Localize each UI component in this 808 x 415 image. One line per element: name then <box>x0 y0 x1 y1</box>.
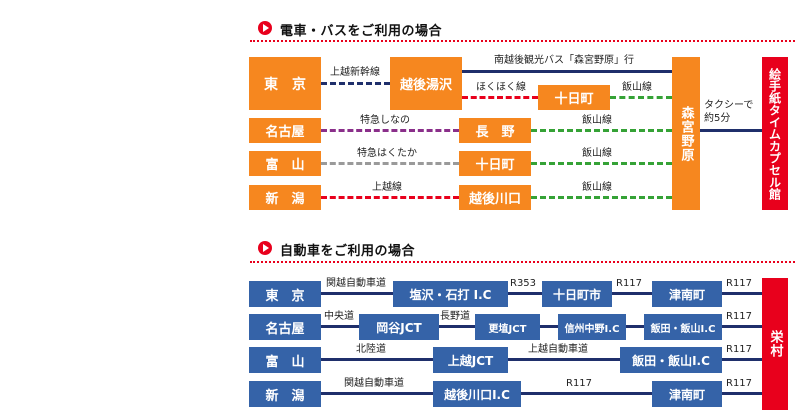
label-hakutaka: 特急はくたか <box>357 148 417 159</box>
hub-tokamachi-2: 十日町 <box>459 151 531 176</box>
origin-nagoya: 名古屋 <box>249 118 321 143</box>
ic-tokamachi-city: 十日町市 <box>542 281 612 307</box>
label-joetsu-shinkansen: 上越新幹線 <box>330 67 380 78</box>
label-road: 長野道 <box>440 311 470 322</box>
hub-echigo-kawaguchi: 越後川口 <box>459 185 531 210</box>
road-hokuriku <box>321 358 433 361</box>
label-road: R353 <box>510 278 537 289</box>
hub-echigo-yuzawa: 越後湯沢 <box>390 57 462 110</box>
hub-nagano: 長 野 <box>459 118 531 143</box>
road-chuo <box>321 325 359 328</box>
car-origin-tokyo: 東 京 <box>249 281 321 307</box>
road-r117 <box>722 358 762 361</box>
label-bus: 南越後観光バス「森宮野原」行 <box>494 55 634 66</box>
line-hokuhoku <box>462 96 538 99</box>
line-bus <box>462 70 672 73</box>
road-kanetsu <box>321 392 433 395</box>
section-divider <box>250 40 795 42</box>
label-road: 関越自動車道 <box>344 378 404 389</box>
ic-joetsu-jct: 上越JCT <box>433 347 508 373</box>
road-link <box>626 325 644 328</box>
ic-iida-iiyama: 飯田・飯山I.C <box>644 314 722 340</box>
road-r117 <box>722 392 762 395</box>
ic-shinshu-nakano: 信州中野I.C <box>558 314 626 340</box>
label-iiyama-1: 飯山線 <box>622 82 652 93</box>
section-divider <box>250 261 795 263</box>
label-road: 北陸道 <box>356 344 386 355</box>
label-road: R117 <box>726 344 753 355</box>
label-taxi-2: 約5分 <box>704 113 731 124</box>
label-road: R117 <box>726 311 753 322</box>
origin-tokyo: 東 京 <box>249 57 321 110</box>
road-r117 <box>722 292 762 295</box>
label-iiyama-3: 飯山線 <box>582 148 612 159</box>
line-joetsu-shinkansen <box>321 82 390 85</box>
road-r117 <box>521 392 652 395</box>
label-road: R117 <box>726 378 753 389</box>
ic-okaya-jct: 岡谷JCT <box>359 314 439 340</box>
road-nagano <box>439 325 475 328</box>
label-hokuhoku: ほくほく線 <box>476 82 526 93</box>
label-iiyama-4: 飯山線 <box>582 182 612 193</box>
road-r117 <box>722 325 762 328</box>
road-r117 <box>612 292 652 295</box>
label-joetsu: 上越線 <box>372 182 402 193</box>
ic-koshoku-jct: 更埴JCT <box>475 314 540 340</box>
car-origin-toyama: 富 山 <box>249 347 321 373</box>
car-section-title: 自動車をご利用の場合 <box>280 244 416 259</box>
car-origin-niigata: 新 潟 <box>249 381 321 407</box>
label-road: R117 <box>726 278 753 289</box>
hub-tokamachi: 十日町 <box>538 85 610 110</box>
label-iiyama-2: 飯山線 <box>582 115 612 126</box>
train-bus-section-title: 電車・バスをご利用の場合 <box>280 24 443 39</box>
ic-iida-iiyama: 飯田・飯山I.C <box>620 347 722 373</box>
label-road: 上越自動車道 <box>528 344 588 355</box>
destination-sakae-village: 栄村 <box>762 278 788 410</box>
station-morimiyanohara: 森宮野原 <box>672 57 700 210</box>
line-iiyama-1 <box>610 96 672 99</box>
label-road: R117 <box>566 378 593 389</box>
line-iiyama-4 <box>531 196 672 199</box>
origin-niigata: 新 潟 <box>249 185 321 210</box>
line-iiyama-2 <box>531 129 672 132</box>
line-joetsu <box>321 196 459 199</box>
ic-shiozawa-ishiuchi: 塩沢・石打 I.C <box>393 281 508 307</box>
origin-toyama: 富 山 <box>249 151 321 176</box>
car-origin-nagoya: 名古屋 <box>249 314 321 340</box>
line-iiyama-3 <box>531 162 672 165</box>
label-shinano: 特急しなの <box>360 115 410 126</box>
play-bullet-icon <box>258 21 272 35</box>
label-road: R117 <box>616 278 643 289</box>
label-road: 関越自動車道 <box>326 278 386 289</box>
road-kanetsu <box>321 292 393 295</box>
destination-museum: 絵手紙タイムカプセル館 <box>762 57 788 210</box>
ic-tsunan: 津南町 <box>652 281 722 307</box>
play-bullet-icon <box>258 241 272 255</box>
ic-tsunan: 津南町 <box>652 381 722 407</box>
label-road: 中央道 <box>324 311 354 322</box>
line-shinano <box>321 129 459 132</box>
line-hakutaka <box>321 162 459 165</box>
ic-echigo-kawaguchi: 越後川口I.C <box>433 381 521 407</box>
road-r353 <box>508 292 542 295</box>
line-taxi <box>700 129 762 132</box>
label-taxi-1: タクシーで <box>704 100 754 111</box>
road-link <box>540 325 558 328</box>
road-joetsu-expressway <box>508 358 620 361</box>
